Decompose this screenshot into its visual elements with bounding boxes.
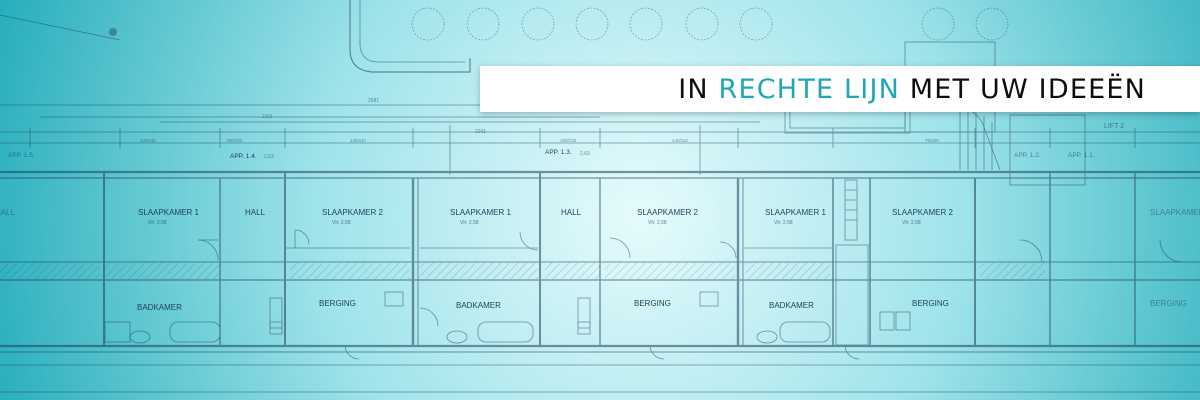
dimension-label: 140/110	[350, 138, 366, 143]
room-area-label: Vh: 2,58	[332, 220, 351, 226]
tree-icon	[466, 7, 500, 41]
room-label: SLAAPKAMER 1	[138, 208, 199, 217]
tagline-banner: IN RECHTE LIJN MET UW IDEEËN	[480, 66, 1200, 112]
dimension-label: 2,63	[580, 151, 590, 157]
room-area-label: Vh: 2,58	[460, 220, 479, 226]
tree-row	[109, 7, 1009, 41]
tree-icon	[521, 7, 555, 41]
dimension-label: 140/110	[672, 138, 688, 143]
tagline-text: IN RECHTE LIJN MET UW IDEEËN	[678, 76, 1146, 103]
tree-icon	[411, 7, 445, 41]
lift-label: LIFT 2	[1104, 123, 1124, 130]
dimension-label: 2581	[368, 98, 379, 104]
room-label: SLAAPKAMER 2	[892, 208, 953, 217]
tree-icon	[921, 7, 955, 41]
apartment-label: APP. 1.5.	[8, 152, 35, 159]
apartment-label: APP. 1.2.	[1014, 152, 1041, 159]
room-area-label: Vh: 2,58	[902, 220, 921, 226]
tree-icon	[739, 7, 773, 41]
room-label: SLAAPKAMER 1	[1150, 208, 1200, 217]
tagline-part-1: IN	[678, 73, 719, 105]
room-label: HALL	[0, 208, 16, 217]
room-label: BERGING	[912, 299, 949, 308]
dimension-label: 190/230	[560, 138, 577, 143]
room-label: BERGING	[1150, 299, 1187, 308]
dimension-label: 2,63	[262, 114, 272, 120]
dimension-label: 75/200	[925, 138, 939, 143]
room-label: SLAAPKAMER 2	[637, 208, 698, 217]
apartment-label: APP. 1.3.	[545, 149, 572, 156]
room-label: BERGING	[319, 299, 356, 308]
room-label: BADKAMER	[137, 303, 182, 312]
tree-icon	[975, 7, 1009, 41]
apartment-label: APP. 1.4.	[230, 153, 257, 160]
dimension-label: 2,63	[264, 154, 274, 160]
tagline-accent: RECHTE LIJN	[718, 73, 901, 105]
room-label: BERGING	[634, 299, 671, 308]
room-label: HALL	[561, 208, 582, 217]
room-label: BADKAMER	[769, 301, 814, 310]
tree-icon	[629, 7, 663, 41]
apartment-label: APP. 1.1.	[1068, 152, 1095, 159]
tree-icon	[685, 7, 719, 41]
tagline-part-2: MET UW IDEEËN	[900, 73, 1146, 105]
room-label: SLAAPKAMER 1	[450, 208, 511, 217]
dimension-label: 140/110	[140, 138, 156, 143]
dimension-label: 2241	[475, 129, 486, 135]
room-label: SLAAPKAMER 1	[765, 208, 826, 217]
room-label: SLAAPKAMER 2	[322, 208, 383, 217]
tree-icon	[575, 7, 609, 41]
room-label: BADKAMER	[456, 301, 501, 310]
room-area-label: Vh: 2,58	[648, 220, 667, 226]
dimension-label: 190/230	[226, 138, 243, 143]
room-area-label: Vh: 2,58	[148, 220, 167, 226]
room-label: HALL	[245, 208, 266, 217]
room-area-label: Vh: 2,58	[774, 220, 793, 226]
